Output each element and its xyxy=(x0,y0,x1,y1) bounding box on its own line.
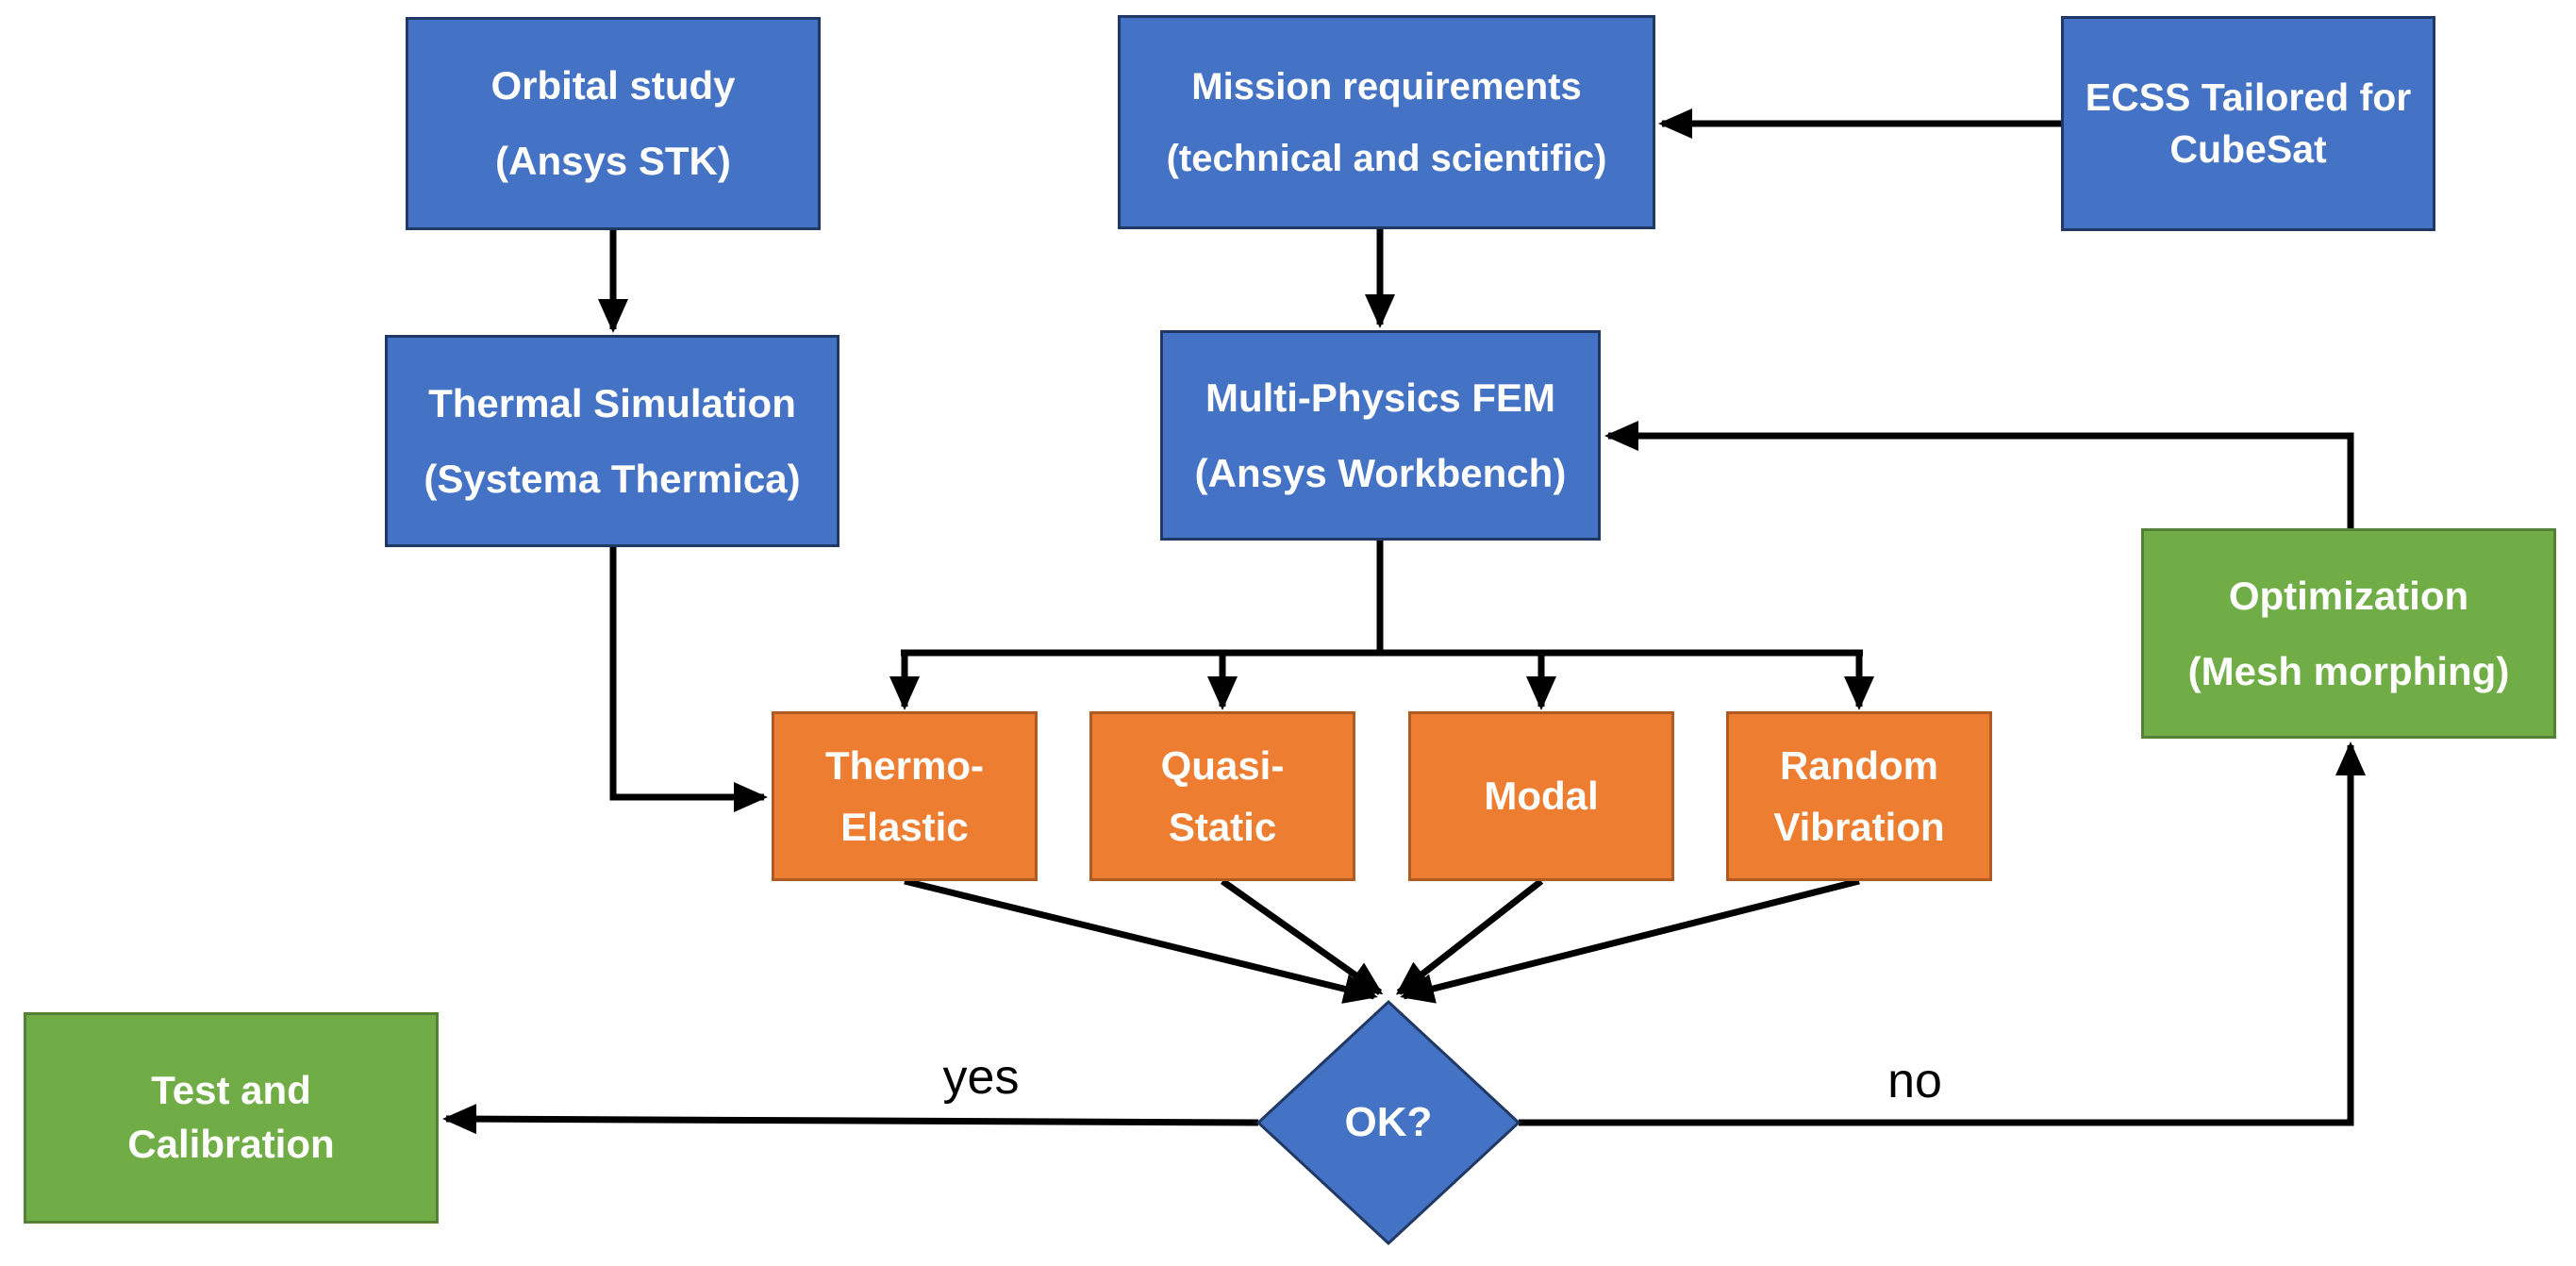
node-multi-physics-fem: Multi-Physics FEM (Ansys Workbench) xyxy=(1160,330,1601,541)
connector-thermal-to-thermo-elastic xyxy=(609,547,768,812)
node-modal: Modal xyxy=(1408,711,1674,881)
node-label-line1: Mission requirements xyxy=(1191,65,1582,108)
node-label-line1: Multi-Physics FEM xyxy=(1205,375,1556,420)
decision-ok-label: OK? xyxy=(1344,1099,1433,1145)
node-label-line2: (technical and scientific) xyxy=(1166,137,1607,179)
node-label-line1: Modal xyxy=(1484,774,1599,819)
node-label-line2: (Ansys Workbench) xyxy=(1194,450,1567,495)
node-thermal-simulation: Thermal Simulation (Systema Thermica) xyxy=(385,335,839,547)
connector-modal-to-decision xyxy=(1395,878,1544,995)
node-label-line2: Elastic xyxy=(840,805,969,849)
connector-thermo-elastic-to-decision xyxy=(904,877,1378,1004)
node-label-line1: Thermal Simulation xyxy=(428,380,796,425)
node-test-and-calibration: Test and Calibration xyxy=(24,1012,439,1224)
node-label-line1: Quasi- xyxy=(1160,742,1285,788)
node-orbital-study: Orbital study (Ansys STK) xyxy=(406,17,821,230)
node-label-line1: Orbital study xyxy=(490,63,736,108)
node-label-line2: (Systema Thermica) xyxy=(424,456,801,501)
connector-optimization-to-fem xyxy=(1604,421,2354,528)
node-label-line1: Thermo- xyxy=(825,742,984,788)
connector-decision-yes-to-test xyxy=(442,1104,1259,1135)
decision-diamond-shape xyxy=(1255,999,1521,1246)
node-thermo-elastic: Thermo- Elastic xyxy=(772,711,1038,881)
node-label-line2: (Mesh morphing) xyxy=(2187,648,2510,693)
node-label-line2: Static xyxy=(1168,805,1277,849)
connector-quasi-static-to-decision xyxy=(1220,878,1384,995)
node-label-line2: Vibration xyxy=(1773,805,1945,849)
node-label-line1: Random xyxy=(1780,742,1938,788)
node-optimization: Optimization (Mesh morphing) xyxy=(2141,528,2556,739)
edge-label-no: no xyxy=(1887,1054,1942,1108)
node-ecss-tailored: ECSS Tailored for CubeSat xyxy=(2061,16,2435,231)
connector-random-vibration-to-decision xyxy=(1400,877,1860,1004)
node-label-line2: CubeSat xyxy=(2169,127,2327,171)
node-label-line1: Optimization xyxy=(2228,573,2469,618)
node-label-line2: Calibration xyxy=(127,1122,335,1166)
node-mission-requirements: Mission requirements (technical and scie… xyxy=(1118,15,1655,229)
node-label-line1: ECSS Tailored for xyxy=(2085,75,2412,119)
node-label-line1: Test and xyxy=(151,1068,311,1113)
node-label-line2: (Ansys STK) xyxy=(495,139,731,183)
edge-label-yes: yes xyxy=(942,1050,1020,1105)
connector-decision-no-to-optimization xyxy=(1519,741,2366,1126)
node-quasi-static: Quasi- Static xyxy=(1089,711,1355,881)
node-random-vibration: Random Vibration xyxy=(1726,711,1992,881)
